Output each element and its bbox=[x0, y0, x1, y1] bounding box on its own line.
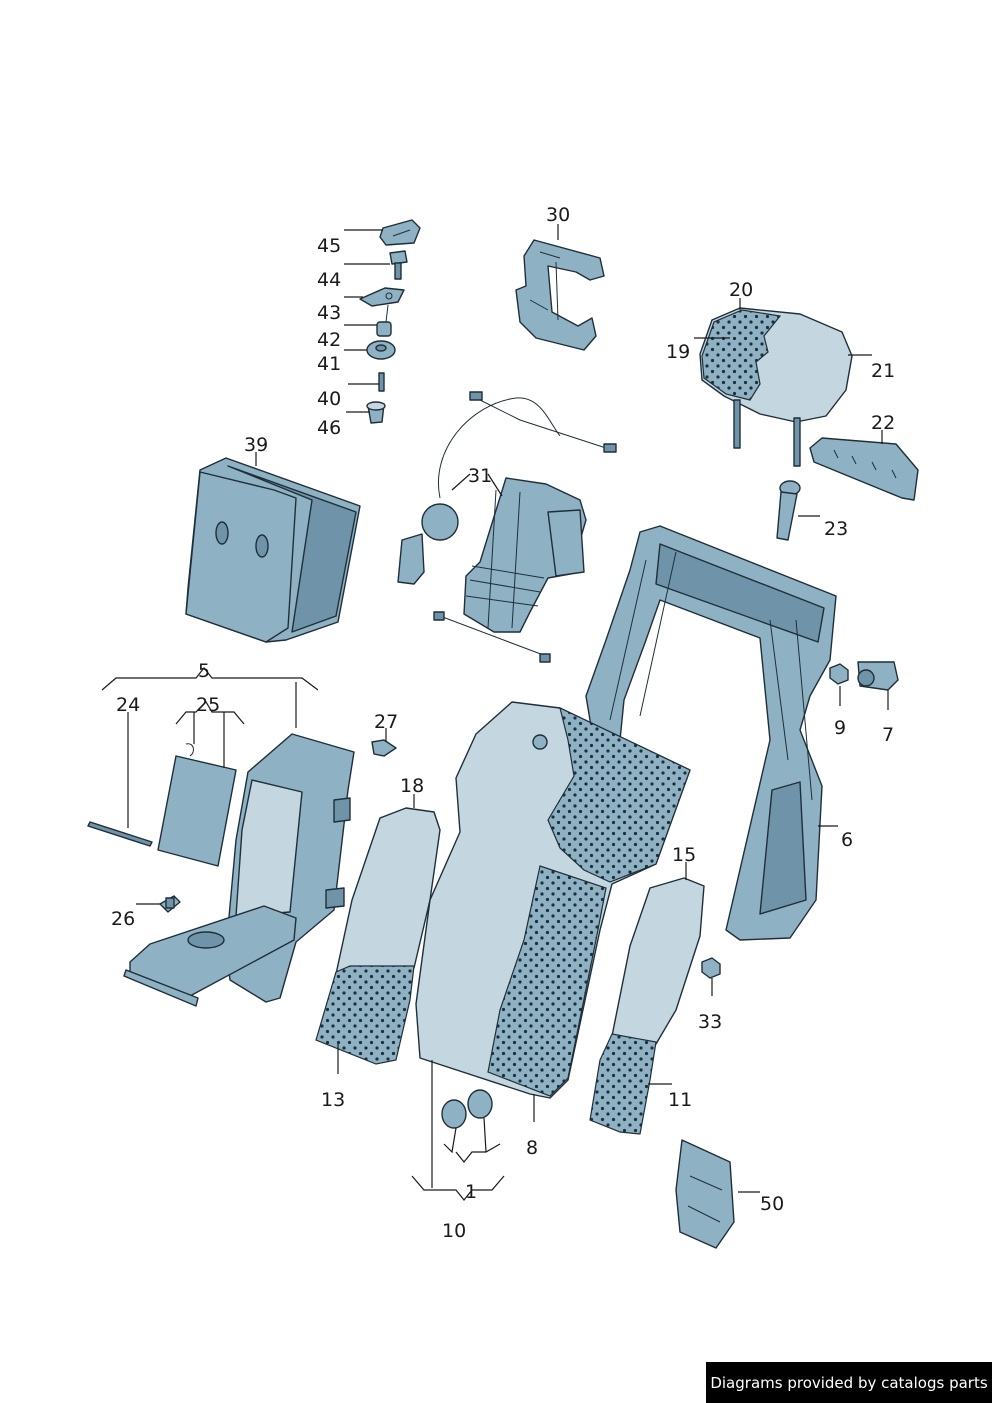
part-26-screw bbox=[159, 895, 181, 913]
callout-10: 10 bbox=[442, 1220, 466, 1242]
part-40-pin bbox=[378, 372, 385, 392]
callout-13: 13 bbox=[321, 1089, 345, 1111]
part-22-cover bbox=[809, 437, 919, 501]
callout-22: 22 bbox=[871, 412, 895, 434]
part-45-clip bbox=[379, 219, 421, 246]
part-23-guide bbox=[776, 480, 801, 541]
callout-30: 30 bbox=[546, 204, 570, 226]
callout-15: 15 bbox=[672, 844, 696, 866]
callout-25: 25 bbox=[196, 694, 220, 716]
callout-5: 5 bbox=[198, 660, 210, 682]
callout-21: 21 bbox=[871, 360, 895, 382]
callout-9: 9 bbox=[834, 717, 846, 739]
callout-26: 26 bbox=[111, 908, 135, 930]
part-8-backrest-pad bbox=[415, 701, 691, 1099]
callout-18: 18 bbox=[400, 775, 424, 797]
part-41-washer bbox=[366, 340, 396, 360]
part-46-cap bbox=[366, 401, 386, 424]
callout-44: 44 bbox=[317, 269, 341, 291]
callout-40: 40 bbox=[317, 388, 341, 410]
callout-31: 31 bbox=[468, 465, 492, 487]
part-6-frame bbox=[585, 525, 837, 941]
part-39-panel bbox=[185, 457, 361, 643]
callout-24: 24 bbox=[116, 694, 140, 716]
callout-19: 19 bbox=[666, 341, 690, 363]
callout-46: 46 bbox=[317, 417, 341, 439]
part-50-pad bbox=[675, 1139, 735, 1249]
part-42-bushing bbox=[376, 321, 392, 337]
callout-labels: 45 44 43 42 41 40 46 30 20 19 21 22 23 3… bbox=[111, 204, 895, 1242]
callout-7: 7 bbox=[882, 724, 894, 746]
callout-11: 11 bbox=[668, 1089, 692, 1111]
part-31-mechanism bbox=[397, 391, 617, 663]
watermark-banner: Diagrams provided by catalogs parts bbox=[706, 1362, 992, 1403]
callout-39: 39 bbox=[244, 434, 268, 456]
callout-8: 8 bbox=[526, 1137, 538, 1159]
callout-23: 23 bbox=[824, 518, 848, 540]
part-7-latch bbox=[857, 661, 899, 691]
part-33-nut bbox=[701, 957, 721, 979]
callout-45: 45 bbox=[317, 235, 341, 257]
part-43-plate bbox=[359, 287, 405, 323]
callout-43: 43 bbox=[317, 302, 341, 324]
callout-50: 50 bbox=[760, 1193, 784, 1215]
part-25-panel bbox=[157, 743, 237, 867]
part-1-fasteners bbox=[441, 1089, 493, 1129]
part-18-bolster bbox=[315, 807, 441, 1065]
part-5-armrest bbox=[123, 733, 355, 1007]
callout-41: 41 bbox=[317, 353, 341, 375]
part-21-headrest bbox=[699, 307, 853, 467]
part-27-clip bbox=[371, 739, 397, 757]
callout-1: 1 bbox=[465, 1181, 477, 1203]
part-24-rod bbox=[87, 821, 153, 847]
leader-lines bbox=[101, 224, 889, 1201]
part-30-bracket bbox=[515, 239, 605, 351]
callout-20: 20 bbox=[729, 279, 753, 301]
part-15-bolster bbox=[589, 877, 705, 1135]
callout-33: 33 bbox=[698, 1011, 722, 1033]
callout-6: 6 bbox=[841, 829, 853, 851]
part-9-nut bbox=[829, 663, 849, 685]
part-44-bolt bbox=[389, 250, 408, 280]
callout-27: 27 bbox=[374, 711, 398, 733]
callout-42: 42 bbox=[317, 329, 341, 351]
